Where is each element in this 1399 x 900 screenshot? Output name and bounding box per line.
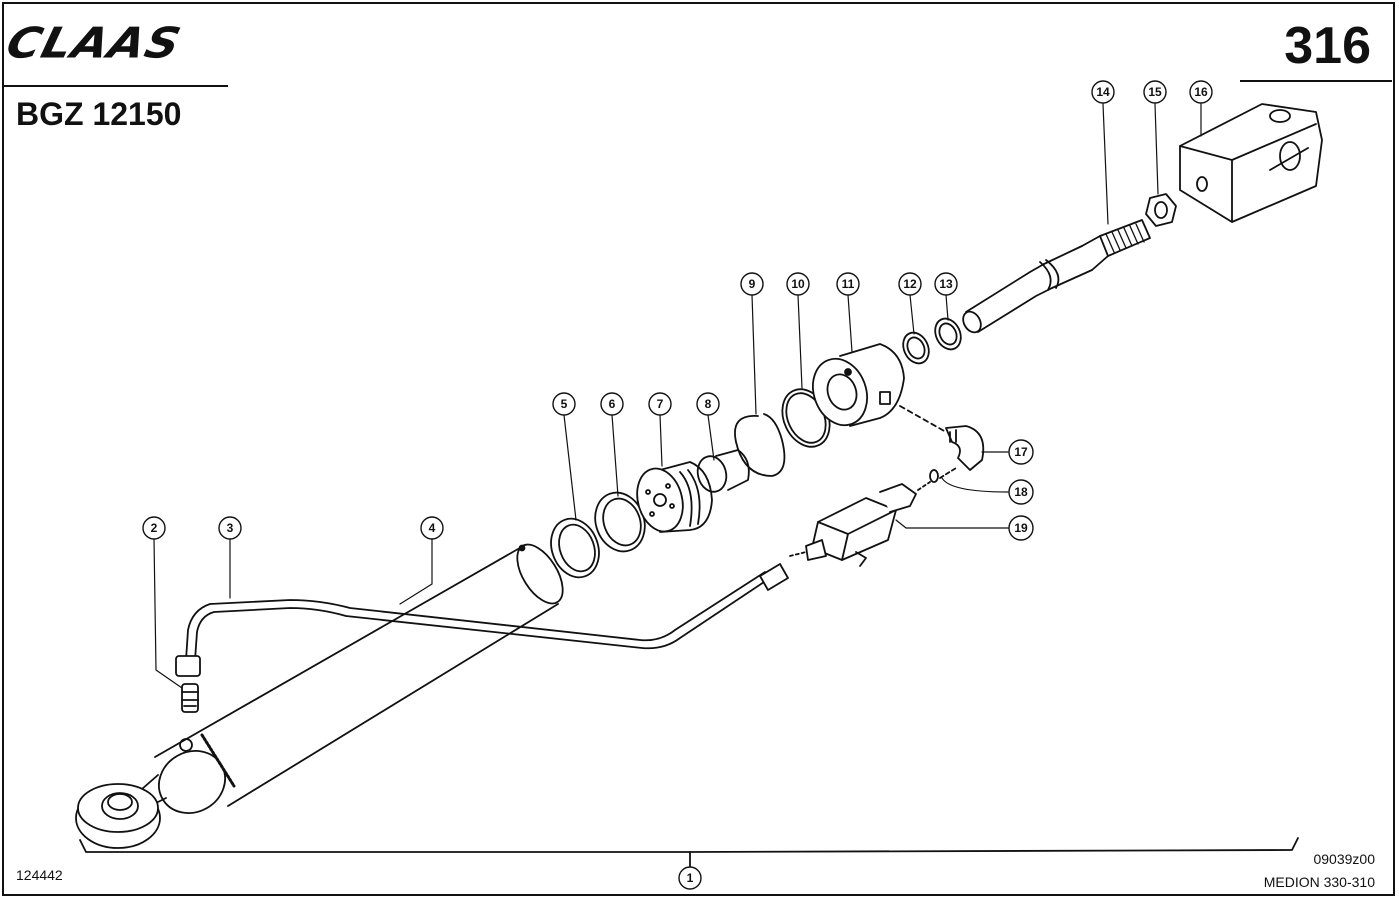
callout-14: 14	[1091, 80, 1115, 104]
callouts: 1 2 3 4 5 6 7 8 9 10 11 12 13 14 15 16 1…	[142, 80, 1213, 890]
callout-15: 15	[1143, 80, 1167, 104]
model-title: BGZ 12150	[16, 96, 182, 132]
callout-12: 12	[898, 272, 922, 296]
callout-15-label: 15	[1148, 85, 1162, 99]
callout-6: 6	[600, 392, 624, 416]
part-ring-5	[550, 517, 600, 579]
callout-8: 8	[696, 392, 720, 416]
callout-19: 19	[1008, 515, 1034, 541]
leader-lines	[153, 103, 1202, 689]
callout-19-label: 19	[1014, 521, 1028, 535]
callout-13-label: 13	[939, 277, 953, 291]
part-circlip	[734, 413, 786, 477]
part-piston	[636, 461, 713, 533]
callout-12-label: 12	[903, 277, 917, 291]
part-piston-rod	[962, 219, 1151, 334]
callout-8-label: 8	[705, 397, 712, 411]
callout-5-label: 5	[561, 397, 568, 411]
callout-16-label: 16	[1194, 85, 1208, 99]
callout-18: 18	[1008, 479, 1034, 505]
part-cylinder-head	[812, 343, 905, 427]
part-sealing-ring	[929, 467, 957, 483]
header-rule-left	[4, 85, 228, 87]
callout-10: 10	[786, 272, 810, 296]
part-grease-nipple	[181, 683, 199, 713]
callout-2: 2	[142, 516, 166, 540]
part-hydraulic-line	[175, 563, 789, 677]
page-number: 316	[1284, 17, 1371, 75]
callout-6-label: 6	[609, 397, 616, 411]
callout-17-label: 17	[1014, 445, 1028, 459]
callout-5: 5	[552, 392, 576, 416]
callout-13: 13	[934, 272, 958, 296]
callout-9: 9	[740, 272, 764, 296]
callout-17: 17	[1008, 439, 1034, 465]
callout-11-label: 11	[842, 277, 855, 291]
part-seal-12	[902, 331, 930, 365]
part-valve	[789, 481, 931, 567]
callout-1-label: 1	[687, 871, 694, 885]
part-nut	[1145, 193, 1177, 227]
drawing-code: 09039z00	[1313, 851, 1375, 867]
part-seal-13	[934, 317, 962, 351]
callout-14-label: 14	[1096, 85, 1110, 99]
assembly-bracket	[79, 837, 1299, 853]
callout-3: 3	[218, 516, 242, 540]
part-clevis-block	[1179, 103, 1323, 223]
callout-10-label: 10	[791, 277, 805, 291]
header-rule-right	[1240, 80, 1392, 82]
callout-7: 7	[648, 392, 672, 416]
callout-11: 11	[836, 272, 860, 296]
callout-2-label: 2	[151, 521, 158, 535]
callout-3-label: 3	[227, 521, 234, 535]
callout-16: 16	[1189, 80, 1213, 104]
part-elbow-fitting	[899, 405, 985, 471]
document-id: 124442	[16, 867, 63, 883]
callout-9-label: 9	[749, 277, 756, 291]
part-cylinder-barrel	[75, 543, 564, 849]
callout-4: 4	[420, 516, 444, 540]
callout-18-label: 18	[1014, 485, 1028, 499]
callout-4-label: 4	[429, 521, 436, 535]
manual-reference: MEDION 330-310	[1263, 874, 1375, 890]
callout-1: 1	[678, 866, 702, 890]
callout-7-label: 7	[657, 397, 664, 411]
